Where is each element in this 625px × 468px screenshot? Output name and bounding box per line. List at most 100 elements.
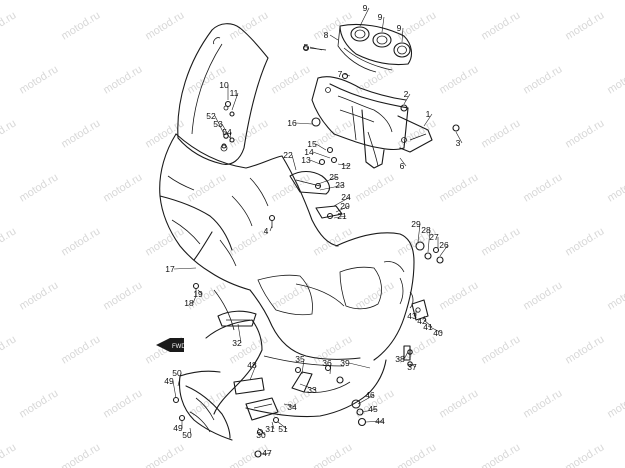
meter-cover [337,23,413,73]
watermark-text: motod.ru [185,171,228,204]
watermark-text: motod.ru [521,63,564,96]
watermark-text: motod.ru [605,63,625,96]
watermark-text: motod.ru [269,279,312,312]
watermark-text: motod.ru [563,225,606,258]
callout-17: 17 [165,264,175,274]
callout-40: 40 [433,328,443,338]
leader-line-46 [357,394,375,405]
callout-50: 50 [172,368,182,378]
leader-line-35 [301,358,305,375]
leader-line-29 [417,223,421,243]
callout-36: 36 [322,358,332,368]
watermark-text: motod.ru [59,441,102,468]
callout-24: 24 [341,192,351,202]
leader-line-11 [231,92,239,111]
leader-line-15 [315,143,327,151]
watermark-text: motod.ru [0,441,18,468]
callout-7: 7 [338,69,343,79]
callout-32: 32 [232,338,242,348]
watermark-text: motod.ru [479,225,522,258]
callout-12: 12 [341,161,351,171]
callout-16: 16 [287,118,297,128]
callout-34: 34 [287,402,297,412]
watermark-text: motod.ru [521,171,564,204]
callout-47: 47 [262,448,272,458]
watermark-text: motod.ru [479,333,522,366]
leader-line-26 [439,244,449,257]
leader-line-9 [359,7,370,27]
watermark-text: motod.ru [59,333,102,366]
watermark-text: motod.ru [227,9,270,42]
watermark-layer: motod.ru motod.ru motod.ru motod.ru motod.ru… [0,9,625,468]
watermark-text: motod.ru [479,441,522,468]
callout-26: 26 [439,240,449,250]
leader-line-1 [423,113,433,127]
watermark-text: motod.ru [101,171,144,204]
callout-35: 35 [295,354,305,364]
leader-line-12 [337,163,351,167]
callout-41: 41 [423,322,433,332]
watermark-text: motod.ru [605,387,625,420]
watermark-text: motod.ru [437,171,480,204]
watermark-text: motod.ru [605,171,625,204]
watermark-text: motod.ru [437,279,480,312]
watermark-text: motod.ru [563,117,606,150]
leader-line-22 [291,154,297,171]
watermark-text: motod.ru [59,117,102,150]
leader-line-16 [295,122,313,125]
watermark-text: motod.ru [563,9,606,42]
watermark-text: motod.ru [521,279,564,312]
callout-37: 37 [407,362,417,372]
watermark-text: motod.ru [395,9,438,42]
watermark-text: motod.ru [17,171,60,204]
callout-2: 2 [404,89,409,99]
leader-line-48 [249,364,257,381]
callout-42: 42 [417,316,427,326]
callout-9: 9 [363,3,368,13]
callout-28: 28 [421,225,431,235]
watermark-text: motod.ru [143,225,186,258]
leader-line-42 [423,315,427,322]
callout-4: 4 [264,226,269,236]
leader-line-53 [221,123,231,139]
watermark-text: motod.ru [437,63,480,96]
watermark-text: motod.ru [0,225,18,258]
callout-50: 50 [182,430,192,440]
callout-51: 51 [278,424,288,434]
callout-54: 54 [222,127,232,137]
watermark-text: motod.ru [353,279,396,312]
watermark-text: motod.ru [17,63,60,96]
callout-21: 21 [337,211,347,221]
callout-33: 33 [307,385,317,395]
upper-cowl [159,133,339,291]
callout-18: 18 [184,298,194,308]
leader-line-17 [173,267,197,270]
leader-line-49 [172,380,177,399]
leader-line-21 [333,215,347,219]
fwd-label: FWD [172,344,186,350]
leader-line-8 [329,34,339,41]
watermark-text: motod.ru [479,117,522,150]
callout-8: 8 [324,30,329,40]
leader-line-34 [283,403,297,408]
leader-line-9 [381,16,385,33]
callout-19: 19 [193,289,203,299]
callout-53: 53 [213,119,223,129]
leader-line-24 [333,196,351,207]
leader-line-51 [277,421,288,430]
watermark-text: motod.ru [605,279,625,312]
leader-line-37 [409,363,417,368]
callout-11: 11 [230,88,239,98]
leader-line-23 [319,184,345,191]
callout-14: 14 [304,147,314,157]
callout-13: 13 [301,155,311,165]
callout-49: 49 [164,376,174,386]
watermark-text: motod.ru [101,63,144,96]
watermark-text: motod.ru [563,333,606,366]
watermark-text: motod.ru [59,225,102,258]
watermark-text: motod.ru [311,117,354,150]
callout-22: 22 [283,150,293,160]
leader-line-19 [197,289,203,295]
callout-48: 48 [247,360,257,370]
